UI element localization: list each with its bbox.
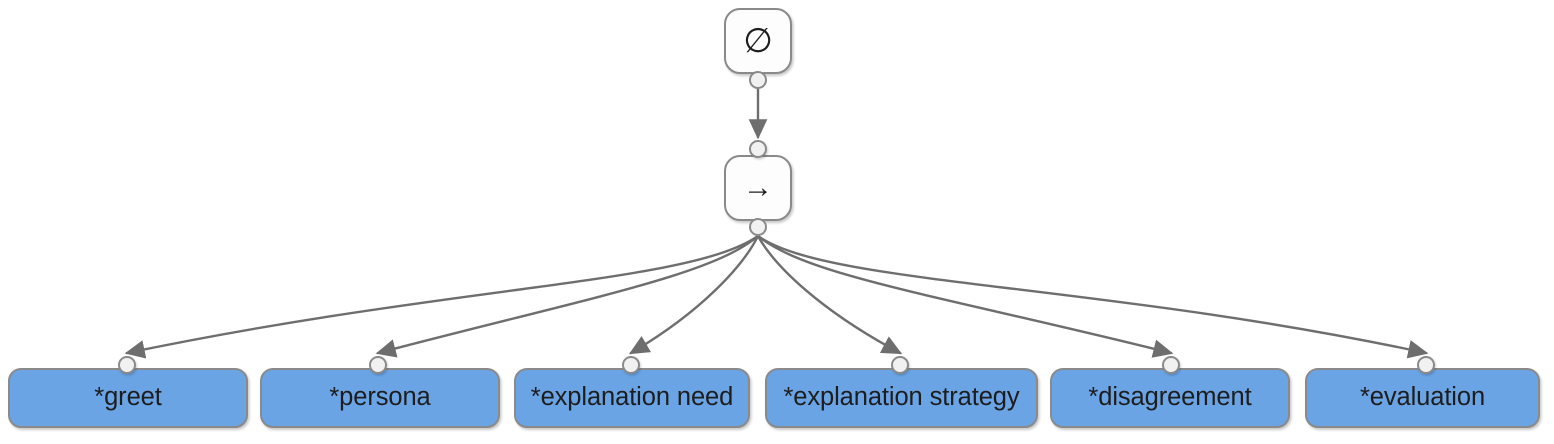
node-label-greet: *greet bbox=[94, 383, 162, 412]
node-label-persona: *persona bbox=[329, 383, 431, 412]
node-explanation-strategy[interactable]: *explanation strategy bbox=[765, 368, 1038, 428]
node-evaluation[interactable]: *evaluation bbox=[1305, 368, 1540, 428]
edge-e-sequence-evaluation[interactable] bbox=[756, 234, 1429, 359]
node-root[interactable]: ∅ bbox=[724, 8, 792, 74]
port-greet-in[interactable] bbox=[118, 356, 136, 374]
edge-e-sequence-explanation-need[interactable] bbox=[628, 234, 760, 355]
port-root-out[interactable] bbox=[749, 71, 767, 89]
arrow-right-icon: → bbox=[743, 171, 773, 204]
edge-e-sequence-disagreement[interactable] bbox=[756, 234, 1174, 358]
edge-group bbox=[124, 87, 1429, 359]
edge-e-sequence-explanation-strategy[interactable] bbox=[756, 234, 903, 355]
node-sequence[interactable]: → bbox=[724, 155, 792, 221]
node-persona[interactable]: *persona bbox=[260, 368, 500, 428]
port-sequence-in[interactable] bbox=[749, 140, 767, 158]
node-label-evaluation: *evaluation bbox=[1359, 383, 1486, 412]
node-label-explanation-need: *explanation need bbox=[530, 383, 734, 412]
port-disagreement-in[interactable] bbox=[1162, 356, 1180, 374]
port-persona-in[interactable] bbox=[369, 356, 387, 374]
node-explanation-need[interactable]: *explanation need bbox=[514, 368, 750, 428]
edge-e-sequence-persona[interactable] bbox=[375, 234, 760, 358]
node-label-explanation-strategy: *explanation strategy bbox=[783, 383, 1020, 412]
node-greet[interactable]: *greet bbox=[8, 368, 248, 428]
node-label-disagreement: *disagreement bbox=[1088, 383, 1252, 412]
empty-set-icon: ∅ bbox=[743, 22, 773, 60]
node-disagreement[interactable]: *disagreement bbox=[1050, 368, 1290, 428]
port-explanation-strategy-in[interactable] bbox=[891, 356, 909, 374]
port-evaluation-in[interactable] bbox=[1417, 356, 1435, 374]
edge-e-sequence-greet[interactable] bbox=[124, 234, 760, 359]
port-sequence-out[interactable] bbox=[749, 218, 767, 236]
port-explanation-need-in[interactable] bbox=[622, 356, 640, 374]
